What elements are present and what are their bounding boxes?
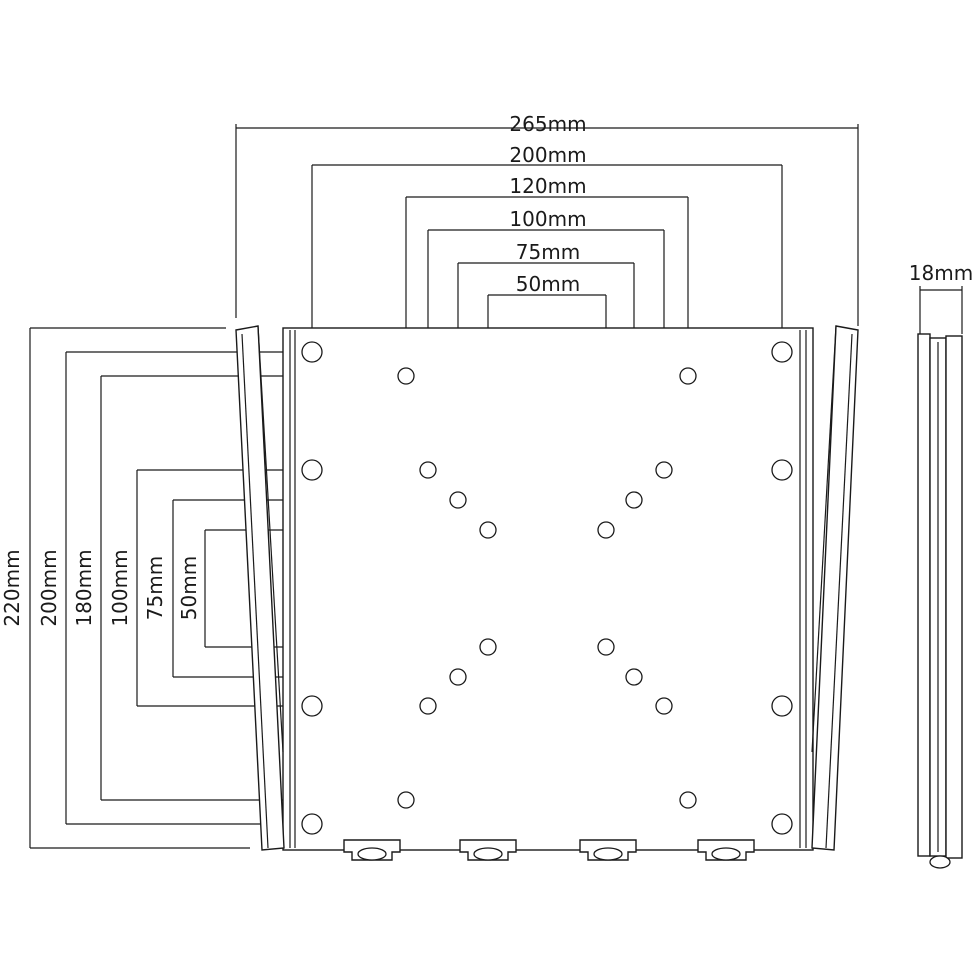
dim-label-200-left: 200mm bbox=[37, 549, 61, 626]
mounting-holes bbox=[301, 341, 793, 835]
dim-label-100-top: 100mm bbox=[509, 207, 586, 231]
dim-label-75-left: 75mm bbox=[143, 556, 167, 620]
dim-label-50-left: 50mm bbox=[177, 556, 201, 620]
dim-label-75-top: 75mm bbox=[516, 240, 580, 264]
dim-label-265: 265mm bbox=[509, 112, 586, 136]
dim-label-100-left: 100mm bbox=[108, 549, 132, 626]
bottom-hook-tabs bbox=[343, 839, 755, 861]
top-dimension-labels: 265mm 200mm 120mm 100mm 75mm 50mm bbox=[509, 112, 586, 296]
dim-label-200-top: 200mm bbox=[509, 143, 586, 167]
dim-label-50-top: 50mm bbox=[516, 272, 580, 296]
wall-plate-side-view: 18mm bbox=[909, 261, 973, 869]
dim-label-180: 180mm bbox=[72, 549, 96, 626]
left-dimension-labels: 220mm 200mm 180mm 100mm 75mm 50mm bbox=[0, 549, 201, 626]
dim-label-18: 18mm bbox=[909, 261, 973, 285]
wall-plate-front-view bbox=[235, 325, 859, 861]
dim-label-120: 120mm bbox=[509, 174, 586, 198]
right-bracket-flange bbox=[811, 325, 859, 851]
dim-label-220: 220mm bbox=[0, 549, 24, 626]
left-bracket-flange bbox=[235, 325, 285, 851]
back-plate bbox=[282, 327, 814, 851]
